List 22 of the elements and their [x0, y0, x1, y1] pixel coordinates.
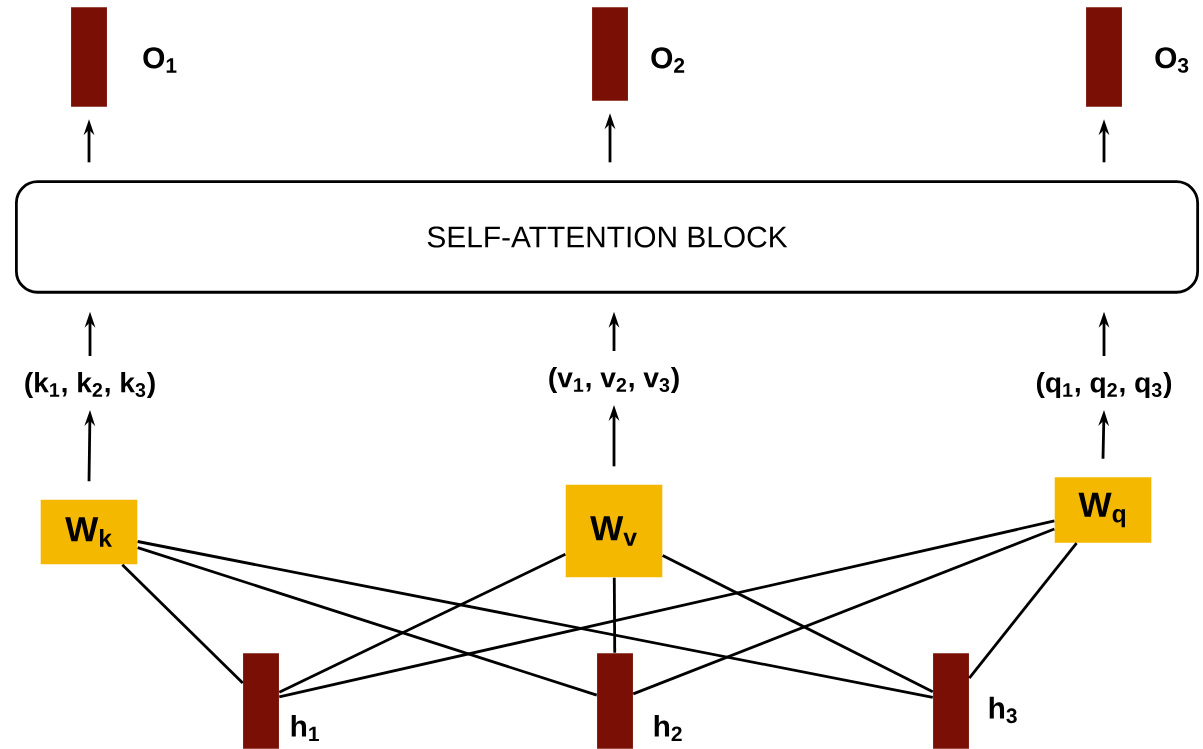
- connector-line: [612, 577, 617, 653]
- connector-line: [121, 563, 244, 685]
- bar-label: h$_{3}$: [989, 696, 1017, 724]
- bar-label: O$_{3}$: [1155, 47, 1189, 73]
- weight-box: W$_{k}$: [40, 499, 138, 565]
- bar-label: h$_{2}$: [654, 714, 682, 742]
- weight-box: W$_{v}$: [565, 484, 663, 578]
- block-box: SELF-ATTENTION BLOCK: [14, 180, 1200, 294]
- bar-label: O$_{1}$: [143, 47, 177, 73]
- connector-line: [278, 519, 1055, 699]
- weight-box: W$_{q}$: [1054, 477, 1152, 543]
- connector-line: [137, 540, 933, 699]
- connector-line: [137, 546, 598, 697]
- connector-line: [632, 527, 1055, 696]
- vector-label: (k$_{1}$, k$_{2}$, k$_{3}$): [25, 371, 155, 399]
- connector-line: [968, 542, 1078, 679]
- vector-label: (q$_{1}$, q$_{2}$, q$_{3}$): [1036, 371, 1172, 399]
- bar-label: O$_{2}$: [651, 47, 685, 73]
- vector-label: (v$_{1}$, v$_{2}$, v$_{3}$): [549, 366, 679, 394]
- bar-label: h$_{1}$: [291, 714, 319, 742]
- connector-line: [662, 554, 934, 694]
- connector-line: [278, 553, 566, 694]
